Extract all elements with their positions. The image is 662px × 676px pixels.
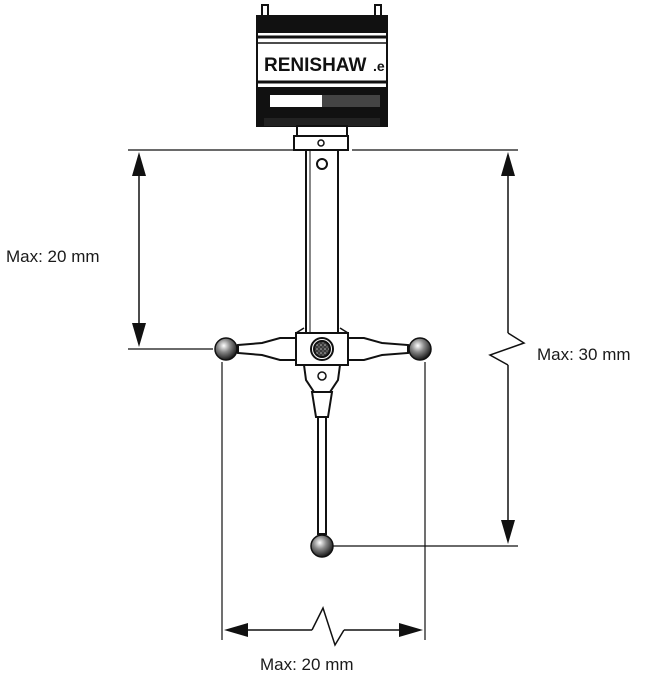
probe-stem	[293, 125, 349, 334]
bottom-stylus-ball	[310, 534, 334, 558]
star-stylus	[237, 327, 409, 535]
dimension-arrow-right	[488, 152, 526, 544]
extension-lines	[128, 149, 518, 640]
left-stylus-ball	[214, 337, 238, 361]
probe-head	[256, 4, 388, 127]
dimension-label-upper-left: Max: 20 mm	[6, 247, 100, 266]
brand-logo-text: RENISHAW	[264, 55, 366, 76]
dimension-label-bottom: Max: 20 mm	[260, 655, 354, 674]
brand-logo-mark: .e	[373, 58, 385, 74]
dimension-arrow-bottom	[224, 606, 423, 647]
dimension-label-right: Max: 30 mm	[537, 345, 631, 364]
dimension-arrow-upper-left	[132, 152, 146, 347]
right-stylus-ball	[408, 337, 432, 361]
